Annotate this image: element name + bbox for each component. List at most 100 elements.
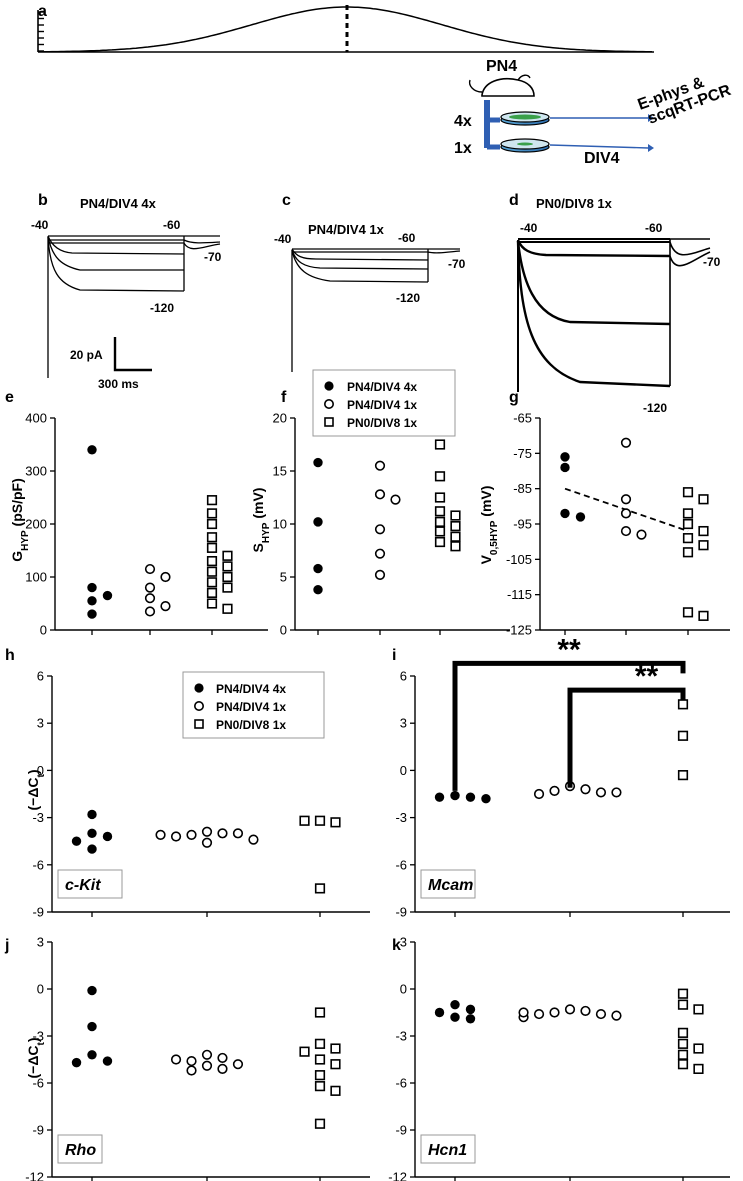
significance-bracket xyxy=(567,687,686,788)
panel-label-d: d xyxy=(509,192,519,209)
data-point-open-square xyxy=(450,510,461,521)
panel-label-c: c xyxy=(282,192,291,209)
trace-tail-d: -60 xyxy=(645,221,663,235)
data-point-open-square xyxy=(693,1004,704,1015)
significance-stars: ** xyxy=(635,660,659,693)
data-point-open-square xyxy=(434,516,446,527)
data-point-open-square xyxy=(677,999,689,1010)
legend-marker-open-circle xyxy=(323,398,334,409)
data-point-open-square xyxy=(330,1059,341,1070)
y-tick-label: -105 xyxy=(506,552,532,567)
y-tick-label: 3 xyxy=(400,935,407,950)
y-tick-label: -9 xyxy=(395,1123,407,1138)
data-point-open-square xyxy=(682,508,694,519)
data-point-open-circle xyxy=(620,508,632,519)
culture-duration-label: DIV4 xyxy=(584,150,620,167)
y-tick-label: -3 xyxy=(32,1029,44,1044)
data-point-filled-circle xyxy=(313,585,323,595)
legend-series-3: PN0/DIV8 1x xyxy=(347,416,417,430)
trace-return-d: -70 xyxy=(703,255,721,269)
y-axis-label: V0,5HYP (mV) xyxy=(478,486,500,565)
data-point-filled-circle xyxy=(575,512,586,522)
data-point-open-square xyxy=(222,550,233,561)
significance-stars: ** xyxy=(557,633,581,666)
data-point-open-square xyxy=(222,582,233,593)
data-point-open-square xyxy=(206,577,218,588)
data-point-open-square xyxy=(206,598,218,609)
data-point-open-square xyxy=(693,1043,704,1054)
data-point-open-square xyxy=(206,518,218,530)
data-point-open-square xyxy=(314,1038,326,1049)
data-point-open-circle xyxy=(144,606,156,617)
data-point-open-square xyxy=(450,531,461,542)
trace-return-b: -70 xyxy=(204,250,222,264)
density-low-label: 1x xyxy=(454,140,472,157)
legend-marker-filled-circle xyxy=(324,381,334,391)
legend-h-series-3: PN0/DIV8 1x xyxy=(216,718,286,732)
y-tick-label: 400 xyxy=(25,411,47,426)
y-tick-label: -125 xyxy=(506,623,532,638)
significance-bracket xyxy=(452,660,686,791)
y-tick-label: -3 xyxy=(395,810,407,825)
y-tick-label: 3 xyxy=(37,716,44,731)
data-point-open-square xyxy=(450,521,461,532)
data-point-filled-circle xyxy=(87,828,97,839)
data-point-open-circle xyxy=(160,571,171,583)
scale-bar xyxy=(113,337,152,372)
y-tick-label: 6 xyxy=(37,669,44,684)
panel-label-e: e xyxy=(5,389,14,406)
density-high-label: 4x xyxy=(454,113,472,130)
data-point-open-square xyxy=(330,1085,341,1096)
data-point-filled-circle xyxy=(465,1004,476,1015)
y-tick-label: 3 xyxy=(37,935,44,950)
data-point-open-circle xyxy=(144,582,156,593)
data-point-open-square xyxy=(450,541,461,552)
y-tick-label: 0 xyxy=(400,763,407,778)
data-point-open-square xyxy=(314,1070,326,1081)
data-point-open-square xyxy=(222,561,233,572)
legend-h-series-2: PN4/DIV4 1x xyxy=(216,700,286,714)
panel-label-k: k xyxy=(392,937,401,954)
gene-label-box xyxy=(420,1134,476,1164)
y-tick-label: 15 xyxy=(273,464,287,479)
data-point-filled-circle xyxy=(87,609,97,619)
data-point-open-circle xyxy=(564,1004,576,1015)
panel-label-f: f xyxy=(281,389,287,406)
mouse-ear-icon xyxy=(517,74,531,81)
data-point-open-square xyxy=(698,494,709,505)
panel-label-j: j xyxy=(4,937,9,954)
data-point-filled-circle xyxy=(465,792,476,802)
data-point-open-circle xyxy=(611,1010,622,1021)
y-tick-label: -9 xyxy=(32,1123,44,1138)
data-point-open-square xyxy=(299,815,310,826)
data-point-open-square xyxy=(206,495,218,506)
trace-title-d: PN0/DIV8 1x xyxy=(536,196,613,211)
legend-h-series-1: PN4/DIV4 4x xyxy=(216,682,286,696)
data-point-open-square xyxy=(677,730,689,741)
y-tick-label: 0 xyxy=(37,982,44,997)
current-traces-c xyxy=(291,248,461,372)
trace-title-c: PN4/DIV4 1x xyxy=(308,222,385,237)
scale-bar-time: 300 ms xyxy=(98,377,139,391)
data-point-filled-circle xyxy=(87,1050,97,1060)
data-point-filled-circle xyxy=(434,1007,445,1018)
data-point-open-circle xyxy=(518,1007,529,1018)
data-point-filled-circle xyxy=(87,985,97,996)
data-point-open-circle xyxy=(374,460,386,471)
data-point-open-square xyxy=(682,487,694,498)
data-point-open-square xyxy=(206,542,218,553)
trace-bottom-c: -120 xyxy=(396,291,420,305)
data-point-open-circle xyxy=(201,1049,213,1060)
panel-label-h: h xyxy=(5,647,15,664)
animal-age-label: PN4 xyxy=(486,58,517,75)
y-tick-label: -115 xyxy=(507,587,532,602)
data-point-open-square xyxy=(682,533,694,544)
data-point-open-square xyxy=(677,1059,689,1070)
data-point-open-square xyxy=(434,526,446,537)
split-arrow-stem xyxy=(484,100,490,148)
data-point-open-circle xyxy=(201,1060,213,1071)
data-point-open-square xyxy=(677,1027,689,1038)
